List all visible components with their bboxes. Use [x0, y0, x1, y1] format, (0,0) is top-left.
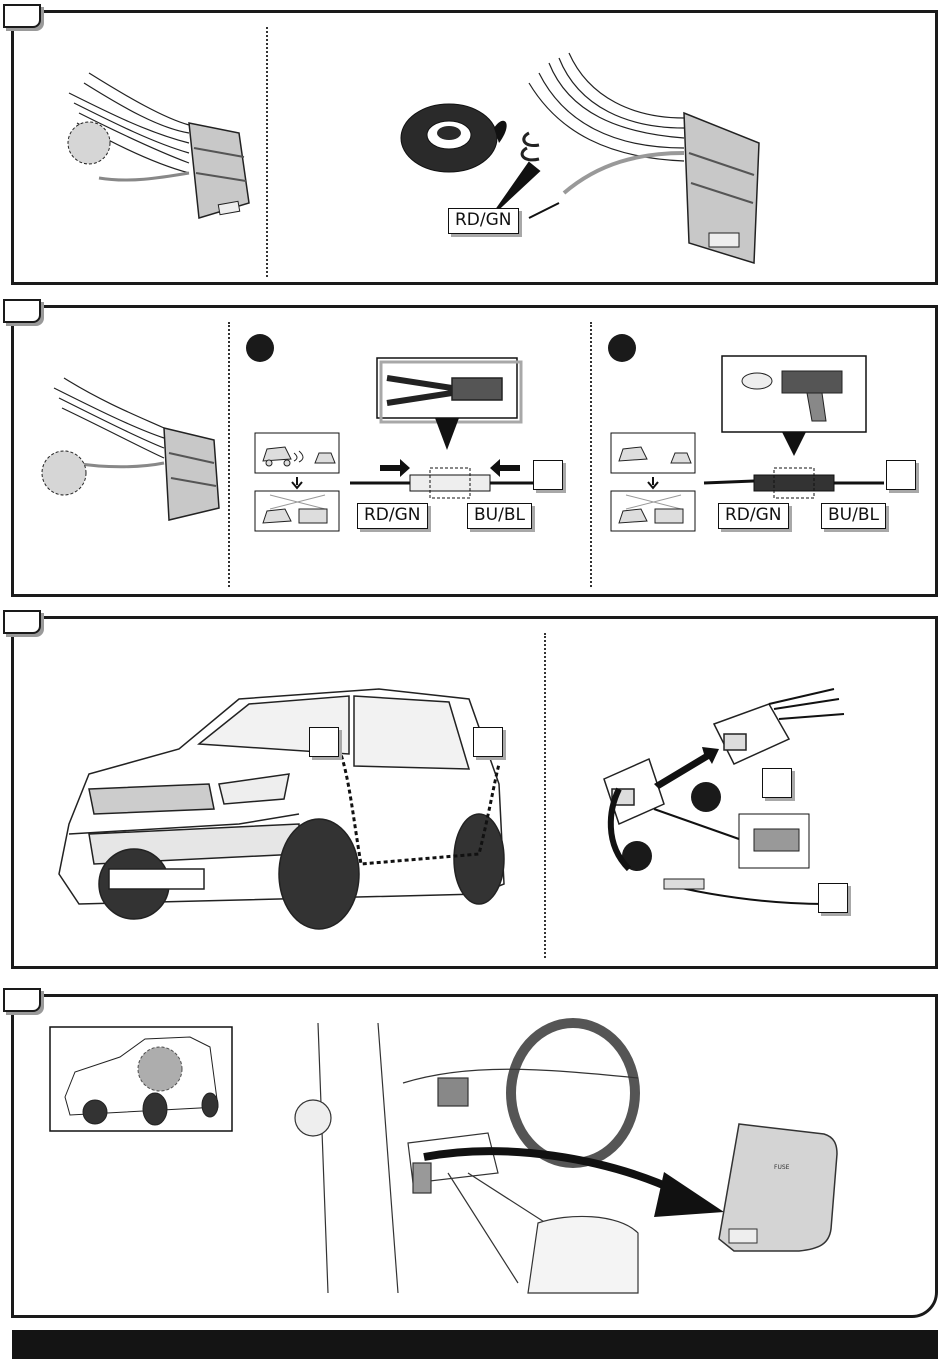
harness-detail-illustration	[39, 53, 299, 313]
step-panel-1: RD/GN	[11, 10, 938, 285]
connector-icon	[189, 123, 249, 218]
arrow-icon	[424, 1137, 724, 1227]
parking-sensor-illustration	[255, 433, 345, 533]
step-number-tab-3	[3, 610, 41, 634]
reference-box	[886, 460, 916, 490]
highlight-circle	[138, 1047, 182, 1091]
step-panel-2: RD/GN BU/BL RD/GN BU/BL	[11, 305, 938, 597]
step-number-tab-4	[3, 988, 41, 1012]
panel-divider	[544, 633, 546, 958]
car-illustration	[49, 674, 529, 944]
step-panel-4: FUSE	[11, 994, 938, 1318]
module-connection-illustration	[594, 679, 894, 929]
fuse-cover-icon: FUSE	[719, 1119, 844, 1259]
wire-color-label: RD/GN	[357, 503, 428, 529]
wire-color-label: RD/GN	[448, 208, 519, 234]
step-marker-dot	[246, 334, 274, 362]
insulating-tape-icon	[401, 104, 507, 172]
harness-detail-illustration	[34, 358, 234, 558]
step-number-tab-2	[3, 299, 41, 323]
connector-icon	[714, 689, 844, 764]
footer-bar	[12, 1330, 938, 1359]
wire-color-label: BU/BL	[821, 503, 886, 529]
taping-illustration	[399, 53, 799, 293]
parking-sensor-illustration	[611, 433, 701, 533]
module-box	[739, 814, 809, 868]
reference-box	[533, 460, 563, 490]
panel-divider	[590, 322, 592, 587]
highlight-circle	[68, 122, 110, 164]
connector-icon	[164, 428, 219, 520]
reference-box	[309, 727, 339, 757]
heat-gun-box	[722, 356, 872, 436]
highlight-circle	[42, 451, 86, 495]
arrow-icon	[490, 459, 520, 477]
reference-box	[762, 768, 792, 798]
reference-box	[473, 727, 503, 757]
step-panel-3	[11, 616, 938, 969]
crimping-tool-box	[377, 358, 522, 422]
car-locator-thumbnail	[50, 1027, 240, 1139]
reference-box	[818, 883, 848, 913]
wire-harness-icon	[529, 53, 684, 193]
step-number-tab-1	[3, 4, 41, 28]
step-marker-dot	[608, 334, 636, 362]
fuse-cover-label: FUSE	[774, 1164, 790, 1171]
wire-color-label: RD/GN	[718, 503, 789, 529]
arrow-icon	[380, 459, 410, 477]
wire-color-label: BU/BL	[467, 503, 532, 529]
car-icon	[59, 689, 504, 929]
connector-icon	[684, 113, 759, 263]
